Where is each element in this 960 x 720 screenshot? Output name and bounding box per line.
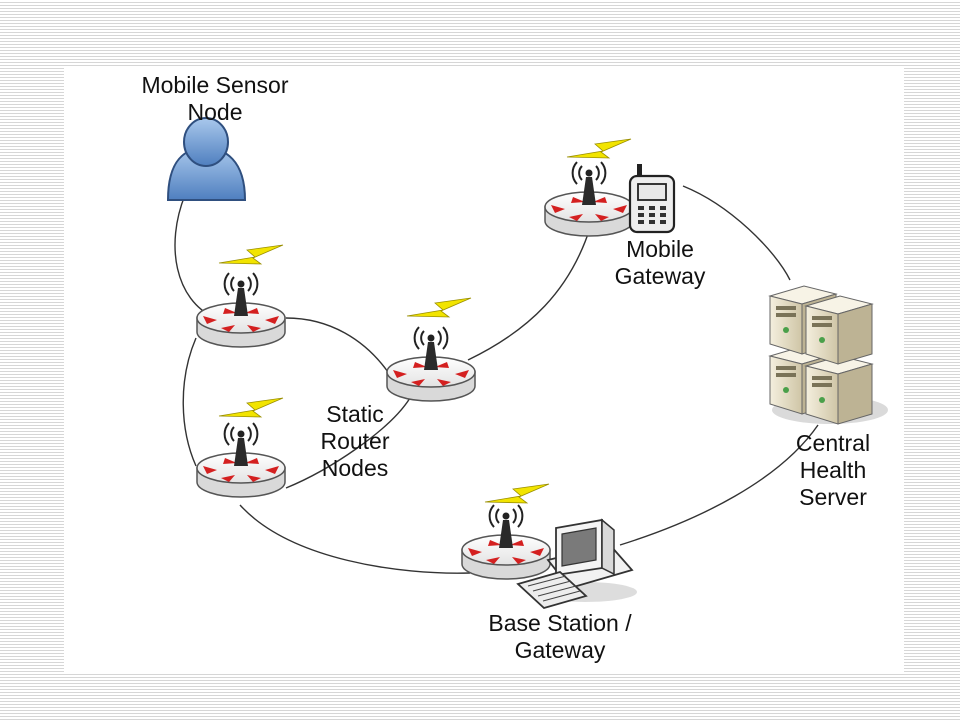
router-node-2 (196, 422, 286, 498)
static-router-nodes-label: Static Router Nodes (320, 401, 390, 481)
base-station-label: Base Station / Gateway (488, 610, 632, 663)
desktop-computer-icon (516, 518, 637, 610)
wireless-signal-icon (218, 397, 284, 418)
mobile-gateway-label: Mobile Gateway (614, 236, 706, 289)
central-health-server-label: Central Health Server (795, 430, 871, 510)
link-router1-to-router3 (285, 317, 389, 373)
mobile-sensor-node-label: Mobile Sensor Node (141, 72, 289, 125)
link-router3-to-mobile-gateway (467, 227, 591, 361)
wireless-signal-icon (406, 297, 472, 318)
mobile-gateway-router (544, 161, 634, 237)
link-sensor-to-router1 (174, 194, 216, 319)
person-icon (166, 117, 247, 201)
link-router2-to-router3 (285, 397, 411, 489)
router-node-1 (196, 272, 286, 348)
wireless-signal-icon (566, 138, 632, 159)
link-base-computer-to-server (619, 424, 819, 546)
wireless-signal-icon (484, 483, 550, 504)
router-node-3 (386, 326, 476, 402)
link-router1-to-router2 (182, 337, 197, 467)
wireless-signal-icon (218, 244, 284, 265)
link-mobile-phone-to-server (682, 185, 791, 281)
server-icon (769, 285, 888, 425)
base-station-router (461, 504, 551, 580)
mobile-phone-icon (628, 164, 676, 234)
link-router2-to-base-station (239, 504, 471, 574)
